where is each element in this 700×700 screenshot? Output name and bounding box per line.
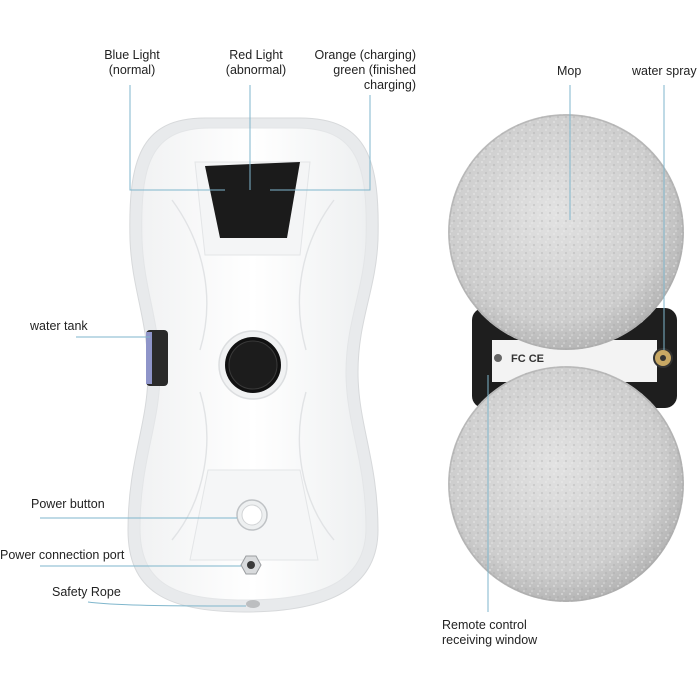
leader-lines (40, 85, 665, 612)
label-red-light: Red Light (abnormal) (225, 48, 287, 77)
label-orange-light: Orange (charging) green (finished chargi… (314, 48, 416, 92)
mop-pad-top (448, 114, 684, 350)
label-power-port: Power connection port (0, 548, 125, 562)
label-remote-window: Remote control receiving window (442, 618, 538, 647)
safety-rope-hole (246, 600, 260, 608)
water-tank-part (146, 330, 168, 386)
mop-pad-bottom (448, 366, 684, 602)
label-water-tank: water tank (30, 319, 88, 333)
label-power-button: Power button (31, 497, 105, 511)
status-display-panel (205, 162, 300, 238)
label-water-spray: water spray (632, 64, 697, 78)
power-button-part (236, 499, 268, 531)
label-blue-light: Blue Light (normal) (104, 48, 160, 77)
label-safety-rope: Safety Rope (52, 585, 121, 599)
center-suction-disc (218, 330, 288, 400)
certification-marks: FC CE (511, 353, 544, 365)
label-mop: Mop (557, 64, 582, 78)
power-port-part (240, 555, 262, 575)
